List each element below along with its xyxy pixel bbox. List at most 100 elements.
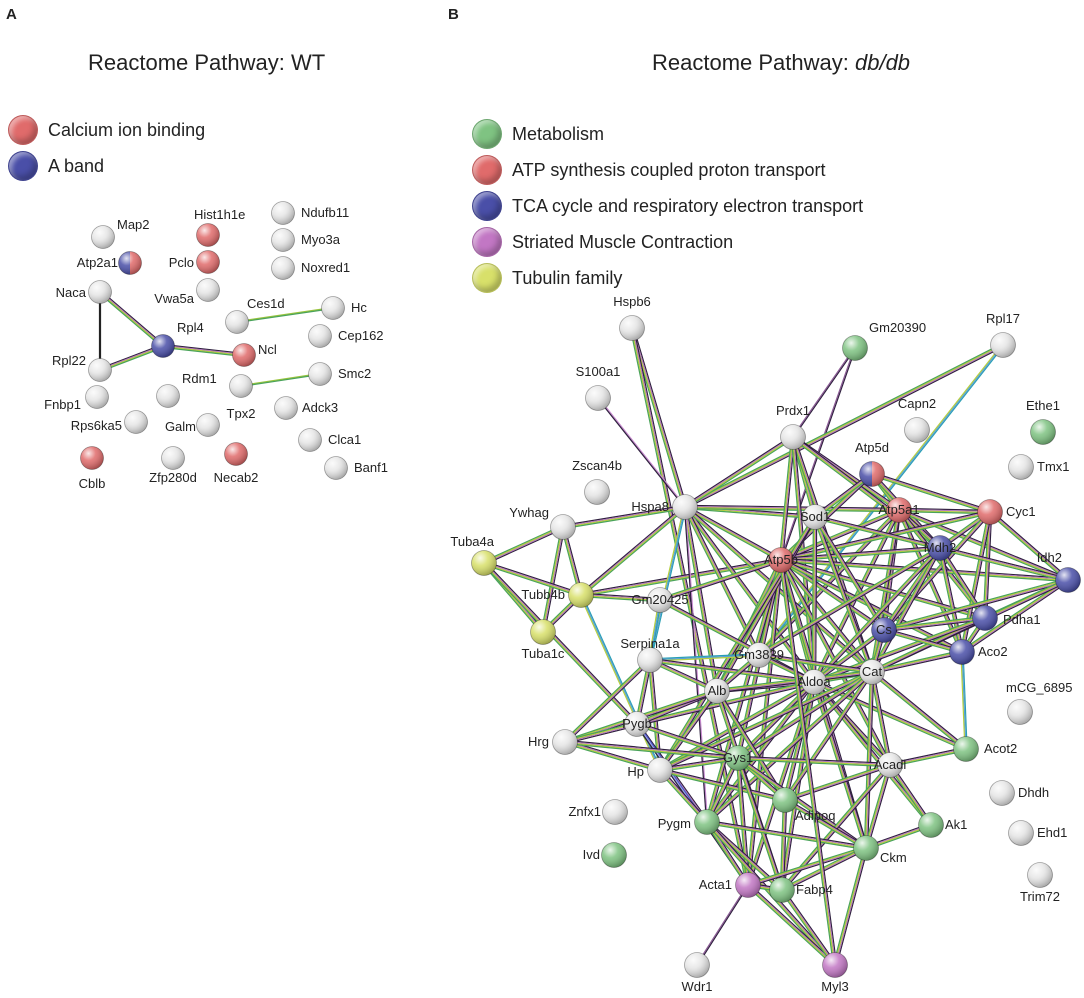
node-Necab2[interactable]: Necab2 (214, 442, 259, 486)
edge-Mdh2-Aco2 (937, 547, 965, 653)
node-Idh2[interactable]: Idh2 (1037, 550, 1081, 593)
node-Clca1[interactable]: Clca1 (298, 428, 362, 452)
node-Ces1d[interactable]: Ces1d (225, 296, 285, 334)
edge-strand (563, 508, 686, 530)
node-Acadl[interactable]: Acadl (874, 752, 907, 778)
node-Vwa5a[interactable]: Vwa5a (154, 278, 220, 307)
node-Serpina1a[interactable]: Serpina1a (620, 636, 680, 673)
edge-strand (162, 344, 245, 356)
node-Hspb6[interactable]: Hspb6 (613, 294, 651, 341)
node-gloss (224, 442, 248, 466)
node-Rps6ka5[interactable]: Rps6ka5 (71, 410, 148, 434)
node-Ak1[interactable]: Ak1 (918, 812, 968, 838)
node-Fnbp1[interactable]: Fnbp1 (44, 385, 109, 413)
node-Tuba4a[interactable]: Tuba4a (450, 534, 497, 576)
node-Atp5b[interactable]: Atp5b (764, 547, 798, 573)
edge-Cat-Pygm (705, 670, 874, 824)
edge-strand (781, 889, 836, 966)
edge-strand (783, 800, 866, 850)
node-Prdx1[interactable]: Prdx1 (776, 403, 810, 450)
node-Hrg[interactable]: Hrg (528, 729, 578, 755)
node-Adipoq[interactable]: Adipoq (772, 787, 836, 824)
panel-b-legend-item: Tubulin family (472, 260, 863, 296)
node-Tubb4b[interactable]: Tubb4b (521, 582, 594, 608)
node-Gm20425[interactable]: Gm20425 (631, 587, 689, 613)
edge-strand (649, 658, 815, 683)
edge-strand (780, 890, 835, 967)
node-Noxred1[interactable]: Noxred1 (271, 256, 351, 280)
node-Cs[interactable]: Cs (871, 617, 897, 643)
node-Rpl22[interactable]: Rpl22 (52, 353, 112, 382)
node-Capn2[interactable]: Capn2 (898, 396, 936, 443)
node-Aldoa[interactable]: Aldoa (797, 669, 831, 695)
edge-strand (780, 559, 885, 631)
node-Rpl17[interactable]: Rpl17 (986, 311, 1020, 358)
node-gloss (725, 745, 751, 771)
node-mCG_6895[interactable]: mCG_6895 (1006, 680, 1072, 725)
node-Wdr1[interactable]: Wdr1 (681, 952, 713, 995)
node-Pclo[interactable]: Pclo (169, 250, 220, 274)
node-Atp5a1[interactable]: Atp5a1 (878, 497, 920, 523)
edge-Sod1-Cs (813, 515, 886, 632)
edge-strand (780, 508, 900, 561)
node-Ncl[interactable]: Ncl (232, 342, 277, 367)
node-Smc2[interactable]: Smc2 (308, 362, 372, 386)
node-Pdha1[interactable]: Pdha1 (972, 605, 1041, 631)
node-Myl3[interactable]: Myl3 (821, 952, 849, 995)
node-Hist1h1e[interactable]: Hist1h1e (194, 207, 245, 247)
node-Tmx1[interactable]: Tmx1 (1008, 454, 1070, 480)
node-Tpx2[interactable]: Tpx2 (227, 374, 256, 422)
node-Galm[interactable]: Galm (165, 413, 220, 437)
node-Alb[interactable]: Alb (704, 678, 730, 704)
node-Fabp4[interactable]: Fabp4 (769, 877, 833, 903)
node-Rdm1[interactable]: Rdm1 (156, 371, 217, 408)
edge-strand (871, 671, 967, 750)
node-Tuba1c[interactable]: Tuba1c (522, 619, 565, 662)
node-Hc[interactable]: Hc (321, 296, 368, 320)
edge-strand (684, 436, 794, 508)
node-Dhdh[interactable]: Dhdh (989, 780, 1050, 806)
node-Hspa8[interactable]: Hspa8 (631, 494, 698, 520)
node-label: Tuba1c (522, 646, 565, 661)
node-Atp5d[interactable]: Atp5d (855, 440, 889, 487)
node-Cep162[interactable]: Cep162 (308, 324, 384, 348)
node-Pygm[interactable]: Pygm (658, 809, 720, 835)
edge-strand (659, 755, 738, 769)
node-Pygb[interactable]: Pygb (622, 711, 652, 737)
node-Banf1[interactable]: Banf1 (324, 456, 388, 480)
node-Sod1[interactable]: Sod1 (800, 504, 830, 530)
node-Ivd[interactable]: Ivd (583, 842, 627, 868)
edge-strand (564, 743, 660, 773)
node-Cat[interactable]: Cat (859, 659, 885, 685)
node-Trim72[interactable]: Trim72 (1020, 862, 1060, 905)
node-Gm3839[interactable]: Gm3839 (734, 642, 784, 668)
node-Myo3a[interactable]: Myo3a (271, 228, 341, 252)
node-Rpl4[interactable]: Rpl4 (151, 320, 204, 358)
edge-strand (565, 660, 652, 744)
node-Ehd1[interactable]: Ehd1 (1008, 820, 1068, 846)
edge-strand (737, 757, 784, 891)
node-Map2[interactable]: Map2 (91, 217, 150, 249)
node-Acta1[interactable]: Acta1 (699, 872, 761, 898)
node-Gm20390[interactable]: Gm20390 (842, 320, 927, 361)
node-Hp[interactable]: Hp (627, 757, 673, 783)
node-Atp2a1[interactable]: Atp2a1 (77, 251, 142, 275)
node-Cyc1[interactable]: Cyc1 (977, 499, 1036, 525)
node-Mdh2[interactable]: Mdh2 (924, 535, 957, 561)
node-Adck3[interactable]: Adck3 (274, 396, 339, 420)
node-Ywhag[interactable]: Ywhag (509, 505, 576, 540)
node-Ckm[interactable]: Ckm (853, 835, 907, 866)
node-Gys1[interactable]: Gys1 (723, 745, 753, 771)
node-S100a1[interactable]: S100a1 (576, 364, 621, 411)
node-Ethe1[interactable]: Ethe1 (1026, 398, 1060, 445)
node-Aco2[interactable]: Aco2 (949, 639, 1008, 665)
node-Naca[interactable]: Naca (56, 280, 112, 304)
node-Cblb[interactable]: Cblb (79, 446, 106, 492)
node-Acot2[interactable]: Acot2 (953, 736, 1018, 762)
node-Zscan4b[interactable]: Zscan4b (572, 458, 622, 505)
node-Ndufb11[interactable]: Ndufb11 (271, 201, 350, 225)
node-Znfx1[interactable]: Znfx1 (568, 799, 628, 825)
node-Zfp280d[interactable]: Zfp280d (149, 446, 197, 486)
node-gloss (694, 809, 720, 835)
